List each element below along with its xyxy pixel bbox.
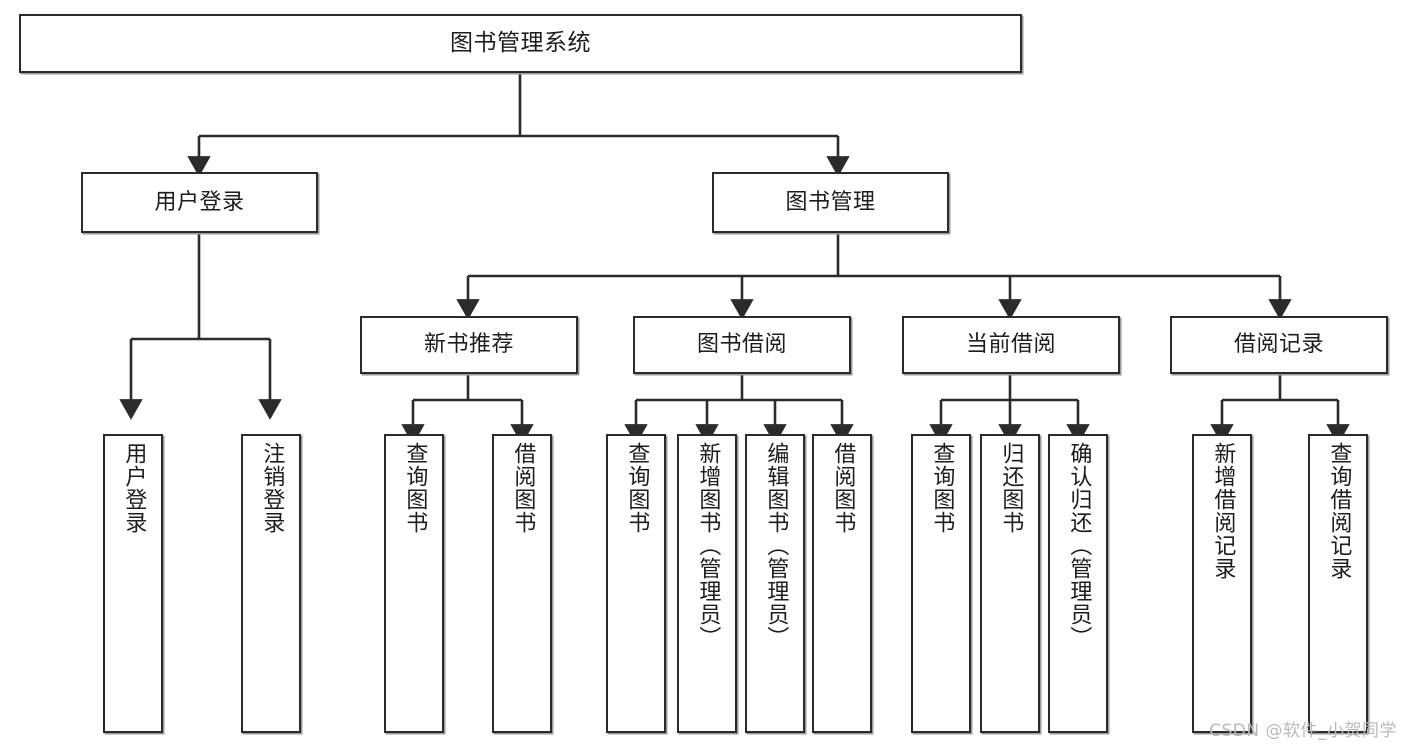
leaf-return-book[interactable]: 归还图书: [980, 434, 1040, 733]
node-label: 查询图书: [624, 442, 650, 534]
leaf-edit-book-admin[interactable]: 编辑图书（管理员）: [745, 434, 805, 733]
leaf-query-borrow-record[interactable]: 查询借阅记录: [1308, 434, 1368, 733]
node-label: 查询图书: [402, 442, 428, 534]
leaf-query-book-newbook[interactable]: 查询图书: [384, 434, 444, 733]
csdn-watermark: CSDN @软件_小贺同学: [1209, 721, 1397, 741]
node-label: 新书推荐: [423, 332, 514, 358]
node-new-book-recommend[interactable]: 新书推荐: [360, 316, 578, 374]
node-label: 图书管理: [785, 189, 876, 215]
leaf-query-book-borrow[interactable]: 查询图书: [606, 434, 666, 733]
edges-record-children: [1210, 375, 1350, 445]
node-label: 新增图书（管理员）: [695, 442, 721, 649]
node-book-borrow[interactable]: 图书借阅: [633, 316, 851, 374]
edges-newbook-children: [401, 375, 534, 445]
node-label: 借阅记录: [1233, 332, 1324, 358]
node-label: 编辑图书（管理员）: [763, 442, 789, 649]
node-current-borrow[interactable]: 当前借阅: [902, 316, 1120, 374]
edges-root-to-level1: [187, 73, 850, 177]
leaf-borrow-book-newbook[interactable]: 借阅图书: [492, 434, 552, 733]
node-label: 查询图书: [929, 442, 955, 534]
leaf-add-book-admin[interactable]: 新增图书（管理员）: [677, 434, 737, 733]
node-label: 图书管理系统: [450, 29, 591, 56]
node-borrow-record[interactable]: 借阅记录: [1170, 316, 1388, 374]
node-label: 用户登录: [121, 442, 147, 534]
node-label: 图书借阅: [696, 332, 787, 358]
edges-bookmgmt-children: [456, 234, 1292, 320]
leaf-logout[interactable]: 注销登录: [241, 434, 301, 733]
node-label: 查询借阅记录: [1326, 442, 1352, 580]
leaf-borrow-book[interactable]: 借阅图书: [812, 434, 872, 733]
leaf-confirm-return-admin[interactable]: 确认归还（管理员）: [1048, 434, 1108, 733]
node-label: 借阅图书: [510, 442, 536, 534]
leaf-query-book-current[interactable]: 查询图书: [911, 434, 971, 733]
node-user-login[interactable]: 用户登录: [81, 172, 318, 233]
node-label: 借阅图书: [830, 442, 856, 534]
edges-current-children: [929, 375, 1090, 445]
node-label: 当前借阅: [965, 332, 1056, 358]
node-label: 用户登录: [154, 189, 245, 215]
edges-userlogin-children: [119, 234, 282, 420]
node-label: 确认归还（管理员）: [1066, 442, 1092, 649]
node-book-management[interactable]: 图书管理: [712, 172, 949, 233]
node-label: 新增借阅记录: [1210, 442, 1236, 580]
node-label: 归还图书: [998, 442, 1024, 534]
node-label: 注销登录: [259, 442, 285, 534]
leaf-add-borrow-record[interactable]: 新增借阅记录: [1192, 434, 1252, 733]
edges-borrow-children: [624, 375, 854, 445]
leaf-user-login[interactable]: 用户登录: [103, 434, 163, 733]
node-root-system[interactable]: 图书管理系统: [19, 14, 1022, 73]
